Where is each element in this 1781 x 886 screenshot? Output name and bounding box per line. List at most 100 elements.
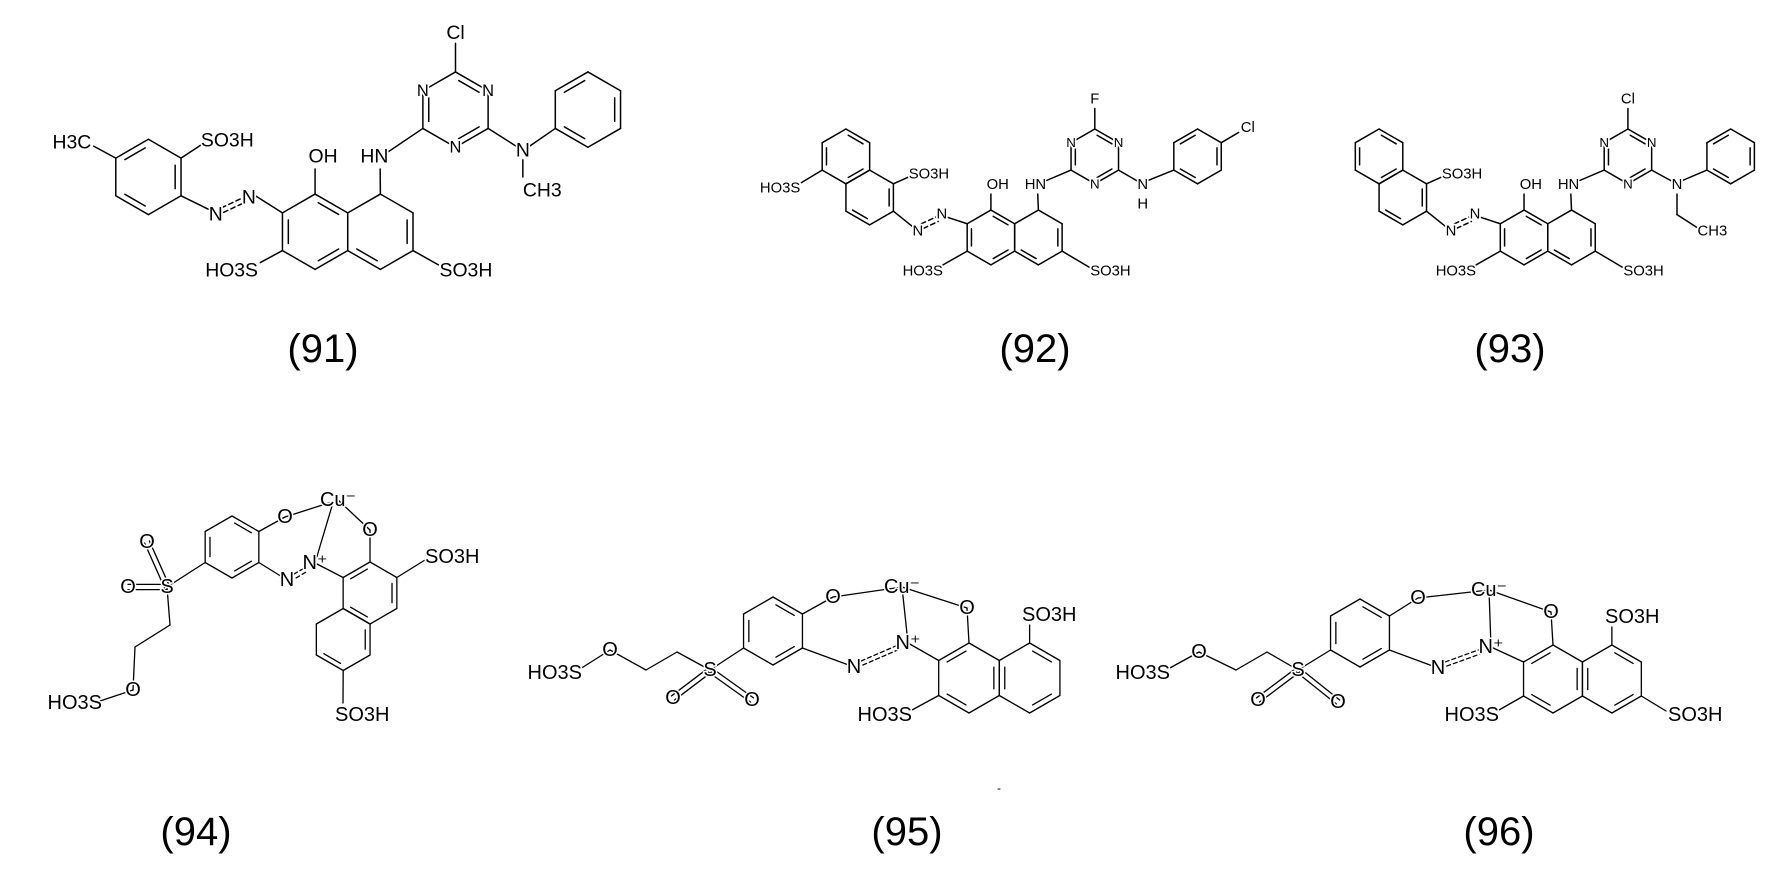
ring-inner-bond <box>1033 651 1052 662</box>
ring-bond <box>969 643 999 661</box>
atom-label: O <box>120 576 136 598</box>
bond <box>1047 170 1071 180</box>
ring-bond <box>380 251 413 270</box>
atom-label: O <box>1330 691 1346 713</box>
atom-label: OH <box>1520 177 1542 193</box>
ring-bond <box>1553 696 1582 713</box>
atom-label: SO3H <box>1442 167 1482 183</box>
ring-inner-bond <box>1381 135 1396 144</box>
bond <box>1580 170 1604 180</box>
atom-label: SO3H <box>1605 606 1659 628</box>
atom-label: O <box>1543 601 1559 623</box>
atom-label: SO3H <box>1090 264 1130 280</box>
ring-inner-bond <box>1363 607 1381 618</box>
ring-bond <box>969 696 999 714</box>
bond <box>1476 251 1500 265</box>
ring-inner-bond <box>1033 694 1052 705</box>
ring-bond <box>1355 170 1379 184</box>
ring-inner-bond <box>1615 653 1633 664</box>
atom-label: N <box>1137 177 1148 193</box>
ring-inner-bond <box>776 605 794 616</box>
atom-label: SO3H <box>335 704 389 726</box>
ring-bond <box>205 563 232 579</box>
atom-label: N <box>482 82 494 100</box>
atom-label: N <box>1431 657 1445 679</box>
ring-bond <box>148 196 181 215</box>
ring-inner-bond <box>993 216 1008 225</box>
atom-label: O <box>277 506 293 528</box>
ring-bond <box>370 562 397 578</box>
bond <box>388 128 423 151</box>
ring-bond <box>1582 696 1611 713</box>
bond <box>181 196 210 210</box>
atom-label: H <box>1137 196 1148 212</box>
bond <box>1119 170 1139 181</box>
bond <box>946 217 967 224</box>
ring-bond <box>343 655 370 671</box>
ring-bond <box>744 648 773 665</box>
ring-bond <box>1500 251 1524 265</box>
bond <box>1221 132 1238 142</box>
bond <box>1677 215 1696 228</box>
atom-label: SO3H <box>1623 264 1663 280</box>
atom-label: O <box>125 679 141 701</box>
ring-inner-bond <box>351 569 368 579</box>
ring-bond <box>1731 129 1755 143</box>
atom-label: N <box>1623 176 1633 191</box>
ring-bond <box>316 609 343 625</box>
bond <box>135 625 170 647</box>
atom-label: N <box>516 140 530 162</box>
bond <box>260 251 282 263</box>
ring-inner-bond <box>947 651 966 662</box>
ring-bond <box>282 194 315 213</box>
atom-label: S <box>1291 659 1304 681</box>
bond <box>181 145 201 158</box>
ring-inner-bond <box>351 607 368 617</box>
atom-label: S <box>703 659 716 681</box>
atom-label: N <box>912 224 923 240</box>
atom-label: OH <box>987 177 1009 193</box>
ring-bond <box>348 194 381 213</box>
ring-inner-bond <box>1363 649 1381 660</box>
bond <box>1595 251 1622 267</box>
atom-label: N <box>242 186 256 208</box>
atom-label: HO3S <box>48 692 102 714</box>
atom-label: N <box>936 207 947 223</box>
bond <box>1427 211 1447 227</box>
atom-label: H3C <box>53 132 92 154</box>
atom-label: Cu⁻ <box>1471 579 1507 601</box>
bond <box>893 211 913 227</box>
ring-bond <box>148 139 181 158</box>
bond <box>488 128 516 146</box>
ring-inner-bond <box>125 194 145 206</box>
ring-bond <box>822 129 846 143</box>
atom-label: SO3H <box>1022 604 1076 626</box>
ring-inner-bond <box>357 249 377 261</box>
atom-label: N <box>209 204 223 226</box>
atom-label: CH3 <box>523 180 562 202</box>
ring-inner-bond <box>1180 135 1195 144</box>
atom-label: HN <box>1025 177 1046 193</box>
compound-number-94: (94) <box>160 810 231 854</box>
ring-bond <box>967 251 991 265</box>
ring-inner-bond <box>1097 135 1112 144</box>
ring-inner-bond <box>1615 695 1633 706</box>
atom-label: CH3 <box>1698 224 1728 240</box>
ring-inner-bond <box>459 127 479 139</box>
bond <box>1571 194 1572 210</box>
ring-inner-bond <box>776 647 794 658</box>
azo-double-bond <box>861 645 898 661</box>
atom-label: N <box>847 656 861 678</box>
atom-label: N <box>1672 177 1683 193</box>
ring-inner-bond <box>1714 169 1729 178</box>
atom-label: HO3S <box>858 704 912 726</box>
ring-bond <box>999 696 1029 714</box>
ring-inner-bond <box>853 210 868 219</box>
atom-label: Cl <box>446 22 464 44</box>
ring-inner-bond <box>1021 250 1036 259</box>
atom-label: HO3S <box>903 264 943 280</box>
atom-label: SO3H <box>440 260 493 282</box>
atom-label: HN <box>1558 177 1579 193</box>
ring-bond <box>370 609 397 625</box>
atom-label: N <box>1066 135 1076 150</box>
